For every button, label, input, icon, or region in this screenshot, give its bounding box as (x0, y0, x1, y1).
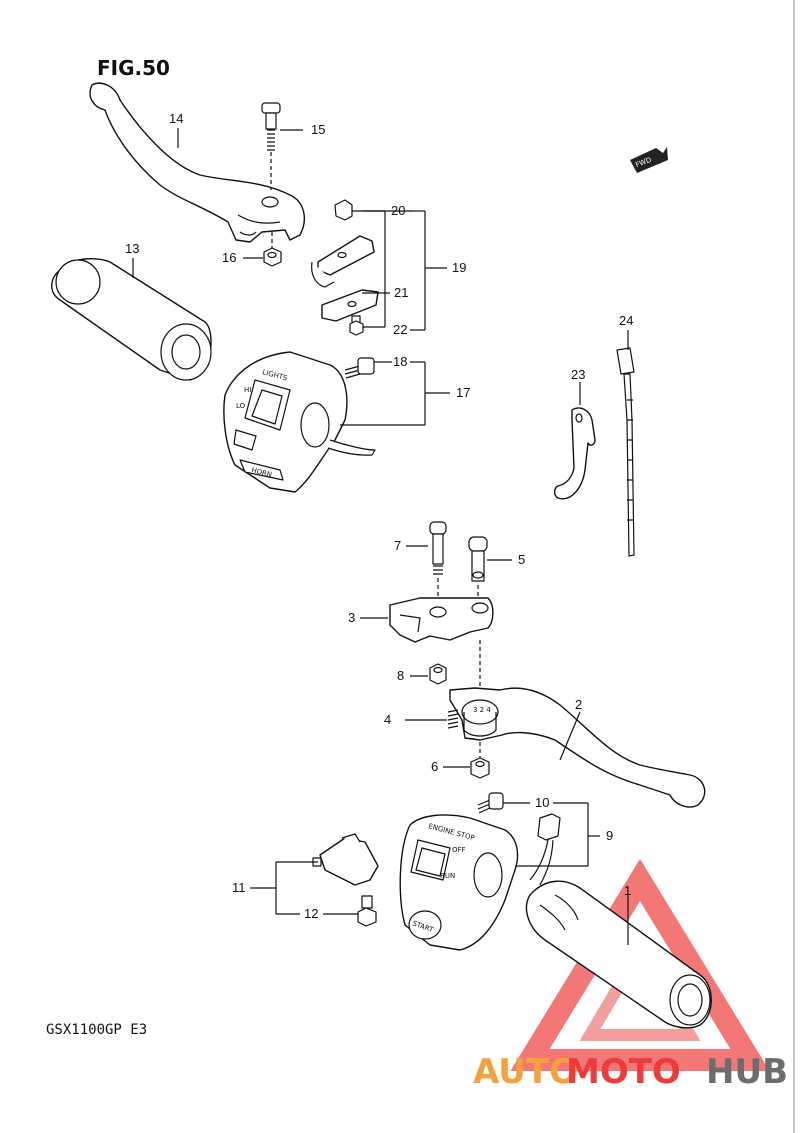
right-handlebar-switch: ENGINE STOP OFF RUN START (399, 814, 519, 951)
off-label: OFF (452, 846, 466, 854)
clamp-set-19 (311, 199, 385, 336)
brake-lever-2: 3 2 4 (449, 687, 706, 808)
wire-clamp-23 (553, 407, 596, 500)
part-label-24: 24 (619, 313, 633, 328)
bolt-15 (261, 102, 281, 190)
lever-bracket-3 (389, 597, 494, 690)
figure-title: FIG.50 (97, 56, 170, 80)
part-label-22: 22 (393, 322, 407, 337)
part-label-16: 16 (222, 250, 236, 265)
part-label-23: 23 (571, 367, 585, 382)
part-label-21: 21 (394, 285, 408, 300)
part-label-15: 15 (311, 122, 325, 137)
part-label-13: 13 (125, 241, 139, 256)
watermark-auto: AUTO (473, 1052, 578, 1092)
screw-10 (477, 792, 530, 814)
adjuster-numbers: 3 2 4 (473, 706, 491, 714)
part-label-1: 1 (624, 883, 631, 898)
part-label-4: 4 (384, 712, 391, 727)
part-label-11: 11 (232, 880, 246, 895)
part-label-17: 17 (456, 385, 470, 400)
screw-18 (344, 357, 385, 379)
part-label-8: 8 (397, 668, 404, 683)
part-label-6: 6 (431, 759, 438, 774)
leader-lines (132, 128, 629, 945)
watermark-moto: MOTO (566, 1052, 681, 1092)
left-handlebar-switch: LIGHTS HI LO HORN (223, 351, 376, 493)
bolt-7 (429, 521, 447, 600)
part-label-10: 10 (535, 795, 549, 810)
pivot-pin-5 (468, 536, 488, 598)
lo-label: LO (236, 402, 246, 410)
fwd-arrow-badge: FWD (630, 147, 668, 173)
part-label-12: 12 (304, 906, 318, 921)
clutch-lever (89, 82, 306, 243)
part-label-5: 5 (518, 552, 525, 567)
part-label-3: 3 (348, 610, 355, 625)
handlebar-grip-left (51, 258, 212, 381)
model-code: GSX1100GP E3 (46, 1022, 147, 1038)
run-label: RUN (440, 872, 455, 880)
hi-label: HI (244, 386, 251, 394)
part-label-18: 18 (393, 354, 407, 369)
watermark-text: AUTO MOTO HUB (473, 1052, 788, 1092)
part-label-14: 14 (169, 111, 183, 126)
spring-4 (447, 709, 459, 729)
part-label-9: 9 (606, 828, 613, 843)
nut-8 (429, 663, 447, 685)
watermark-hub: HUB (706, 1052, 788, 1092)
nut-6 (470, 742, 490, 779)
part-labels: 1 2 3 4 5 6 7 8 9 10 11 12 13 14 15 16 1… (125, 111, 633, 921)
nut-16 (263, 232, 282, 267)
part-label-19: 19 (452, 260, 466, 275)
part-label-20: 20 (391, 203, 405, 218)
throttle-grip-1 (525, 880, 712, 1029)
screw-12 (357, 895, 377, 927)
cable-tie-24 (616, 330, 635, 557)
switch-11 (312, 833, 379, 886)
connector-9 (529, 813, 561, 886)
part-label-7: 7 (394, 538, 401, 553)
part-label-2: 2 (575, 697, 582, 712)
